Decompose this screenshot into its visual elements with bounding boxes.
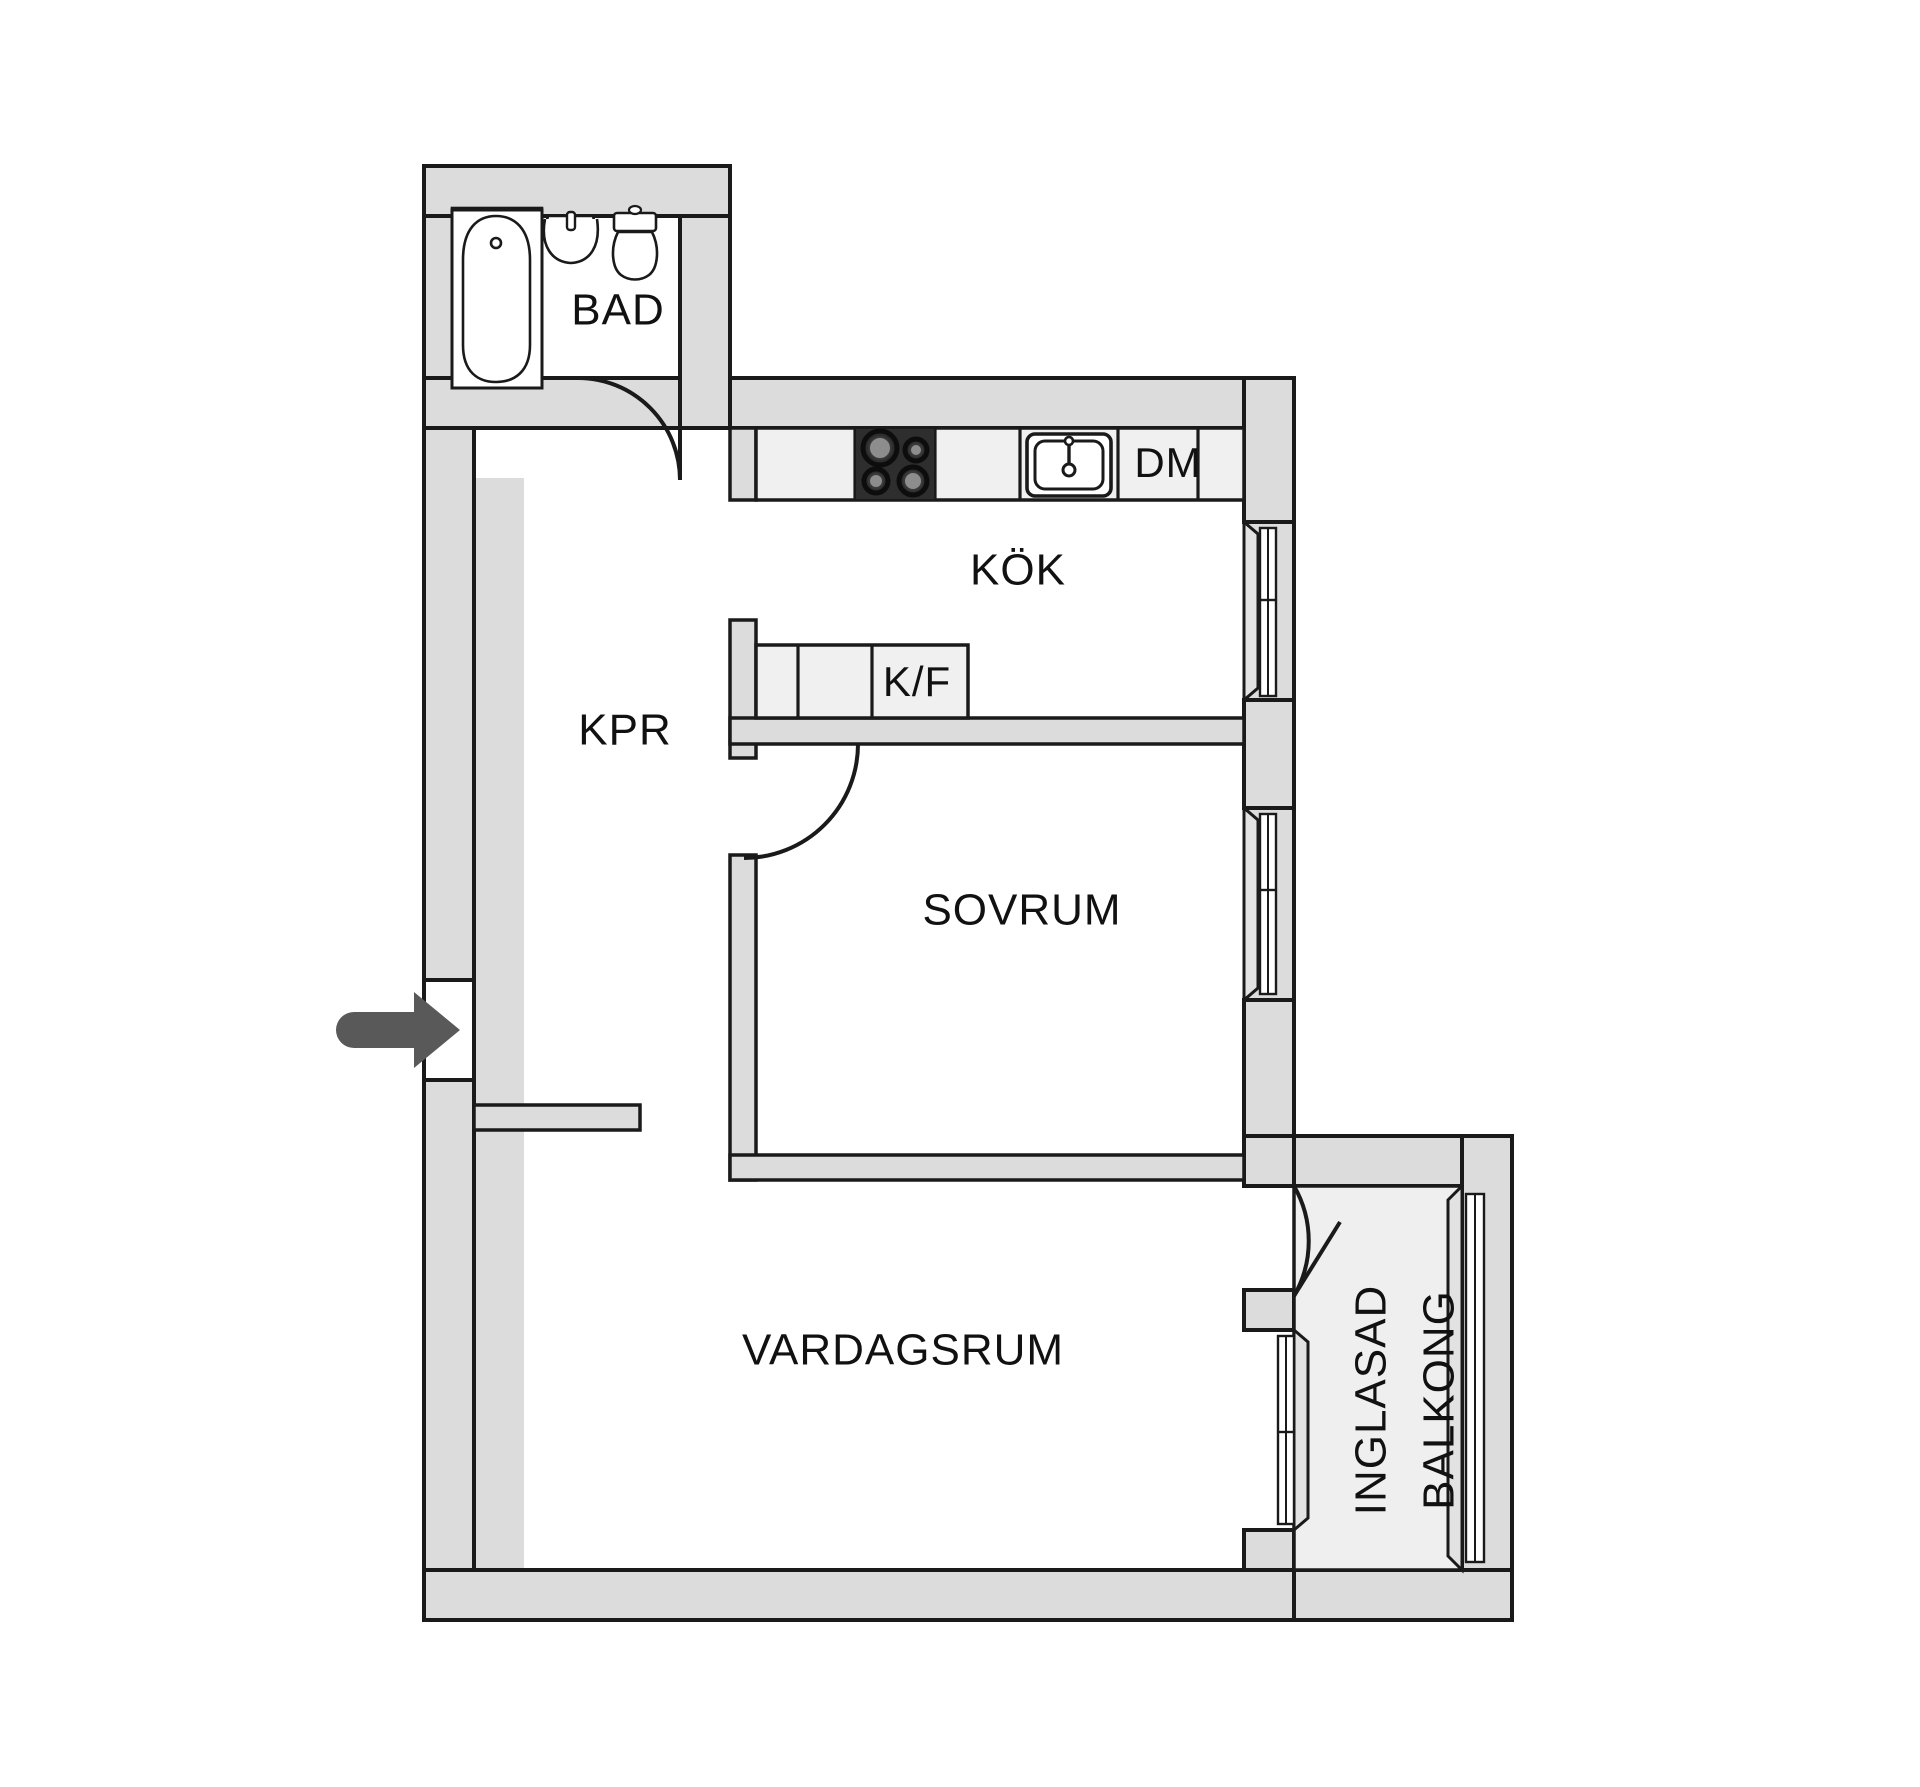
window-kitchen (1242, 518, 1278, 704)
kitchen-sink-icon (1025, 432, 1113, 498)
entrance-arrow-icon (336, 992, 460, 1068)
room-label-kok: KÖK (970, 546, 1066, 595)
kitchen-counter (754, 426, 1246, 502)
fridge-freezer-run: K/F (754, 643, 970, 720)
room-label-vardagsrum: VARDAGSRUM (742, 1326, 1064, 1375)
balcony-door (1292, 1185, 1342, 1298)
hall-patch-2 (478, 432, 726, 476)
cooktop-icon (854, 427, 936, 501)
kf-cabinet-run (754, 643, 970, 720)
outer-walls (422, 164, 1514, 1622)
balcony-label-line2: BALKONG (1415, 1290, 1464, 1510)
room-label-kpr: KPR (578, 706, 671, 755)
balcony-east-glazing (1446, 1182, 1486, 1574)
kitchen-counter-run: DM (754, 426, 1246, 502)
fridge-freezer-label: K/F (883, 658, 951, 705)
balcony-inglasad: INGLASAD BALKONG (1276, 1182, 1486, 1574)
room-label-bad: BAD (571, 286, 664, 335)
window-bedroom (1242, 804, 1278, 1004)
interior-walls (472, 426, 1246, 1182)
bathtub-drain-icon (489, 236, 503, 250)
balcony-label-line1: INGLASAD (1347, 1285, 1396, 1516)
bathroom-door (577, 376, 682, 481)
room-label-sovrum: SOVRUM (922, 886, 1121, 935)
toilet-icon (611, 204, 659, 281)
bathroom-fixtures (450, 204, 659, 390)
bedroom-door (743, 743, 860, 860)
bathtub-icon (461, 214, 532, 384)
balcony-west-glazing (1276, 1326, 1310, 1534)
basin-faucet-icon (565, 210, 577, 232)
dishwasher-label: DM (1134, 439, 1201, 486)
